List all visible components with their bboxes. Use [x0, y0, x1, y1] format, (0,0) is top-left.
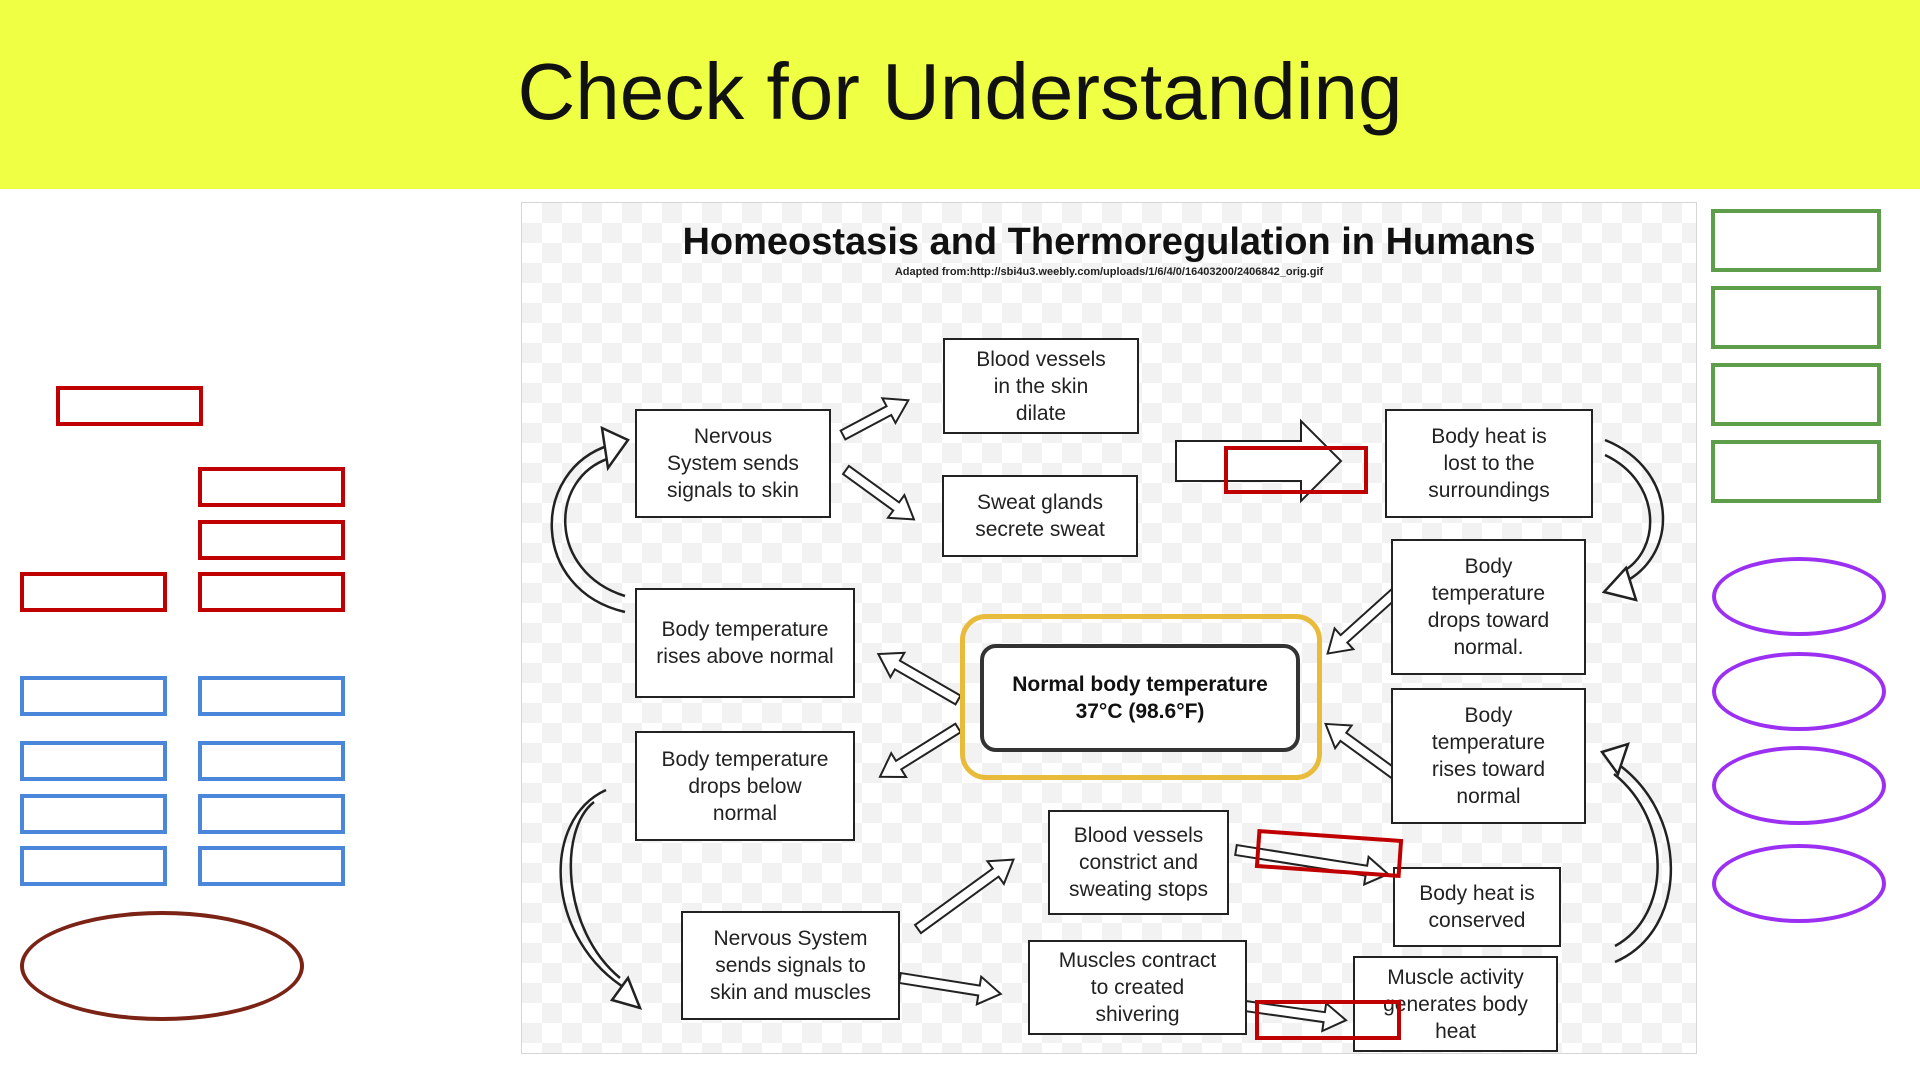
- arrow-from-temp-drops-toward: [1326, 586, 1401, 655]
- box-temp-drops-below: Body temperature drops below normal: [635, 731, 855, 841]
- answer-box-red[interactable]: [1224, 446, 1368, 494]
- box-vessels-dilate: Blood vessels in the skin dilate: [943, 338, 1139, 434]
- curve-right-bottom: [1611, 758, 1673, 964]
- answer-box-blue[interactable]: [20, 676, 167, 716]
- answer-oval-maroon[interactable]: [20, 911, 304, 1021]
- curve-right-bottom-inner: [1613, 773, 1659, 948]
- curve-left-top: [550, 443, 626, 614]
- curve-left-bottom-inner: [569, 801, 621, 979]
- answer-oval-purple[interactable]: [1712, 844, 1886, 923]
- box-temp-drops-toward: Body temperature drops toward normal.: [1391, 539, 1586, 675]
- answer-box-red[interactable]: [198, 520, 345, 560]
- box-sweat-glands: Sweat glands secrete sweat: [942, 475, 1138, 557]
- title-banner: [0, 0, 1920, 189]
- slide-title: Check for Understanding: [517, 47, 1403, 136]
- answer-box-red[interactable]: [198, 467, 345, 507]
- answer-box-red[interactable]: [20, 572, 167, 612]
- box-heat-conserved: Body heat is conserved: [1393, 867, 1561, 947]
- arrow-to-temp-drops-below: [878, 722, 963, 778]
- answer-box-green[interactable]: [1711, 363, 1881, 426]
- curve-left-bottom-head: [609, 975, 643, 1010]
- answer-box-blue[interactable]: [198, 794, 345, 834]
- box-heat-lost: Body heat is lost to the surroundings: [1385, 409, 1593, 518]
- diagram-source: Adapted from:http://sbi4u3.weebly.com/up…: [894, 266, 1324, 278]
- answer-box-red[interactable]: [1255, 1000, 1401, 1040]
- box-vessels-constrict: Blood vessels constrict and sweating sto…: [1048, 810, 1229, 915]
- curve-left-top-head: [600, 425, 630, 472]
- curve-right-top-head: [1601, 565, 1638, 602]
- box-nervous-skin: Nervous System sends signals to skin: [635, 409, 831, 518]
- answer-box-green[interactable]: [1711, 286, 1881, 349]
- arrow-to-vessels-dilate: [839, 397, 910, 441]
- arrow-to-temp-rises: [876, 651, 962, 706]
- box-temp-rises-toward: Body temperature rises toward normal: [1391, 688, 1586, 824]
- answer-box-blue[interactable]: [20, 741, 167, 781]
- answer-box-blue[interactable]: [20, 794, 167, 834]
- curve-right-top: [1604, 438, 1665, 587]
- answer-box-blue[interactable]: [20, 846, 167, 886]
- answer-box-red[interactable]: [198, 572, 345, 612]
- center-highlight: [960, 614, 1322, 780]
- box-muscles-shiver: Muscles contract to created shivering: [1028, 940, 1247, 1035]
- arrow-to-heat-conserved: [1234, 843, 1390, 887]
- answer-oval-purple[interactable]: [1712, 652, 1886, 731]
- answer-box-green[interactable]: [1711, 440, 1881, 503]
- answer-oval-purple[interactable]: [1712, 746, 1886, 825]
- answer-oval-purple[interactable]: [1712, 557, 1886, 636]
- box-temp-rises: Body temperature rises above normal: [635, 588, 855, 698]
- answer-box-green[interactable]: [1711, 209, 1881, 272]
- curve-right-top-inner: [1604, 453, 1652, 574]
- answer-box-red[interactable]: [56, 386, 203, 426]
- arrow-to-heat-lost: [1175, 418, 1343, 504]
- box-normal-temperature: Normal body temperature 37°C (98.6°F): [980, 644, 1300, 752]
- arrow-to-sweat-glands: [841, 464, 916, 521]
- curve-left-top-inner: [564, 456, 626, 598]
- answer-box-blue[interactable]: [198, 741, 345, 781]
- answer-box-blue[interactable]: [198, 846, 345, 886]
- curve-right-bottom-head: [1599, 742, 1630, 777]
- answer-box-blue[interactable]: [198, 676, 345, 716]
- box-nervous-skin-muscles: Nervous System sends signals to skin and…: [681, 911, 900, 1020]
- curve-left-bottom: [559, 788, 629, 992]
- arrow-to-vessels-constrict: [913, 858, 1015, 935]
- arrow-to-muscles-shiver: [898, 971, 1003, 1006]
- diagram-title: Homeostasis and Thermoregulation in Huma…: [682, 221, 1536, 263]
